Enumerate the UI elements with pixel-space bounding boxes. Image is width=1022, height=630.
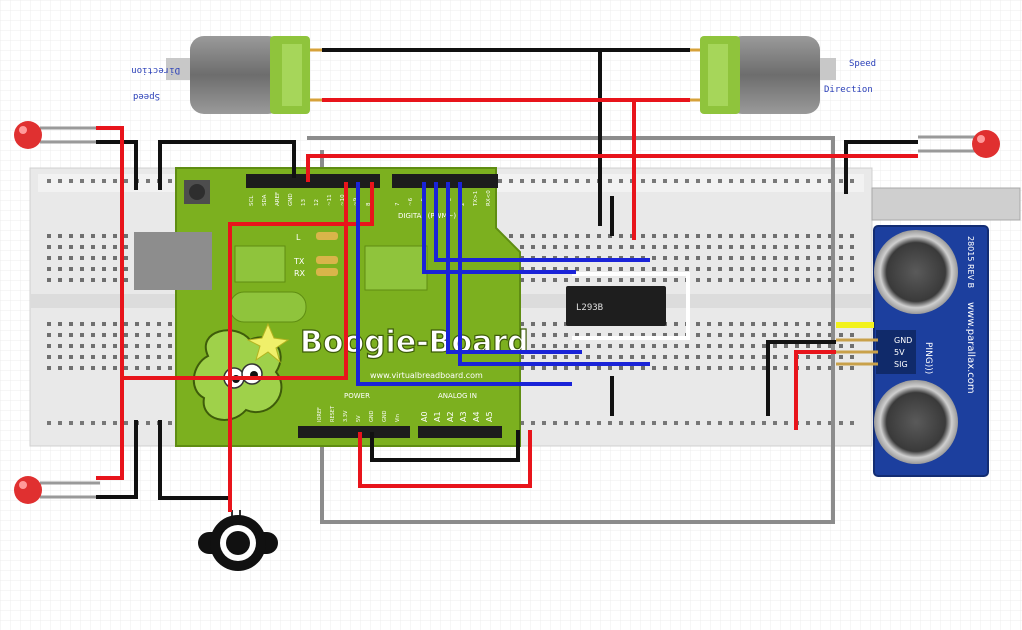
pin-label: A3 [459, 411, 468, 422]
pin-label: Vin [395, 414, 401, 422]
pin-label: A1 [433, 411, 442, 422]
pin-label: ~10 [340, 194, 346, 206]
pin-label: A0 [420, 411, 429, 422]
led-bottom-left [14, 476, 100, 504]
pin-label: RESET [330, 405, 336, 422]
pin-label: SDA [262, 194, 268, 206]
sensor-brand: www.parallax.com [965, 302, 976, 394]
chip-label: L293B [576, 303, 603, 313]
pin-label: A5 [485, 411, 494, 422]
pin-label: GND [382, 410, 388, 422]
led-top-left [14, 121, 100, 149]
arduino-board: L TX RX SCL SDA AREF GND 13 12 ~11 ~10 ~… [134, 167, 529, 447]
left-motor-speed-label: Speed [133, 91, 160, 101]
right-motor-direction-label: Direction [824, 85, 873, 95]
pin-label: SCL [249, 195, 255, 206]
led-tx-label: TX [293, 257, 305, 266]
led-top-right [918, 130, 1000, 158]
pin-label: TX>1 [473, 191, 479, 207]
power-header-label: POWER [344, 392, 370, 400]
pin-label: ~6 [408, 197, 414, 206]
pin-label: 13 [301, 199, 307, 206]
pin-label: 8 [366, 202, 372, 206]
sensor-name: PING))) [923, 342, 933, 374]
pin-label: 12 [314, 199, 320, 206]
motor-left: Direction Speed [131, 36, 322, 114]
pin-label: 5V [356, 415, 362, 422]
l293b-chip: L293B [566, 272, 690, 340]
pin-label: RX<0 [486, 190, 492, 206]
sensor-pin-5v: 5V [894, 348, 905, 357]
analog-header-label: ANALOG IN [438, 392, 477, 400]
ping-sensor: 28015 REV B www.parallax.com PING))) GND… [836, 225, 989, 477]
gray-frame-wires [307, 136, 1021, 524]
board-website: www.virtualbreadboard.com [370, 371, 483, 380]
pin-label: 7 [395, 202, 401, 206]
board-name: Boogie-Board [300, 325, 529, 360]
pin-label: AREF [275, 192, 281, 206]
pin-label: GND [369, 410, 375, 422]
led-l-label: L [296, 233, 301, 242]
red-wires [96, 98, 918, 512]
pin-label: ~11 [327, 194, 333, 206]
blue-wires [356, 182, 650, 386]
pin-label: 3.3V [343, 410, 349, 422]
sensor-rev: 28015 REV B [966, 236, 975, 288]
digital-header-label: DIGITAL (PWM~) [398, 212, 456, 220]
sensor-pin-sig: SIG [894, 360, 908, 369]
buzzer [198, 510, 278, 571]
right-motor-speed-label: Speed [849, 59, 876, 69]
pin-label: A4 [472, 411, 481, 422]
left-motor-direction-label: Direction [131, 65, 180, 75]
sensor-pin-gnd: GND [894, 336, 912, 345]
power-pin-labels: IOREF RESET 3.3V 5V GND GND Vin [317, 405, 401, 422]
led-rx-label: RX [294, 269, 306, 278]
pin-label: IOREF [317, 407, 323, 422]
pin-label: 2 [460, 203, 466, 207]
analog-pin-labels: A0 A1 A2 A3 A4 A5 [420, 411, 494, 422]
black-wires [96, 48, 918, 512]
motor-right: Speed Direction [688, 36, 876, 114]
mascot-icon [193, 322, 290, 421]
pin-label: GND [288, 193, 294, 206]
pin-label: A2 [446, 411, 455, 422]
